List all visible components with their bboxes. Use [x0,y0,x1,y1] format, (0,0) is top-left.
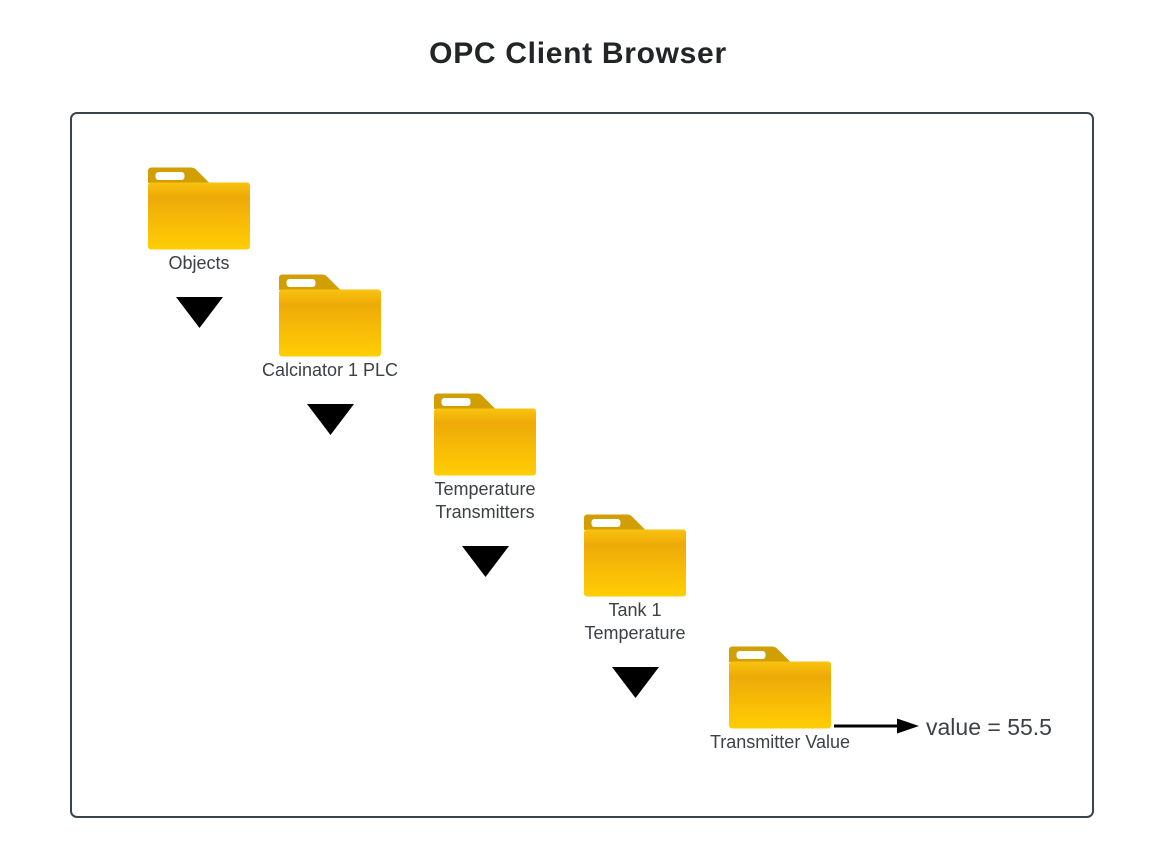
folder-label: Calcinator 1 PLC [261,360,399,380]
down-triangle-icon [306,404,354,435]
folder-tab-slot [155,172,185,180]
page-title: OPC Client Browser [429,37,727,70]
value-text: value = 55.5 [926,714,1052,740]
folder-tab-slot [736,651,766,659]
tree-node-objects: Objects [89,165,309,328]
folder-label: Transmitter Value [709,732,851,752]
folder-tab-slot [286,279,316,287]
folder-label: Objects [168,253,230,273]
tree-node-calcinator-1-plc: Calcinator 1 PLC [220,272,440,435]
right-arrow-icon [834,718,919,734]
folder-icon[interactable] [583,512,687,597]
folder-tab-slot [591,519,621,527]
folder-icon[interactable] [433,391,537,476]
down-triangle-icon [611,667,659,698]
folder-icon[interactable] [147,165,251,250]
folder-icon[interactable] [728,644,832,729]
folder-icon[interactable] [278,272,382,357]
folder-tab-slot [441,398,471,406]
down-triangle-icon [461,546,509,577]
down-triangle-icon [175,297,223,328]
tree-node-transmitter-value: Transmitter Value [670,644,890,754]
